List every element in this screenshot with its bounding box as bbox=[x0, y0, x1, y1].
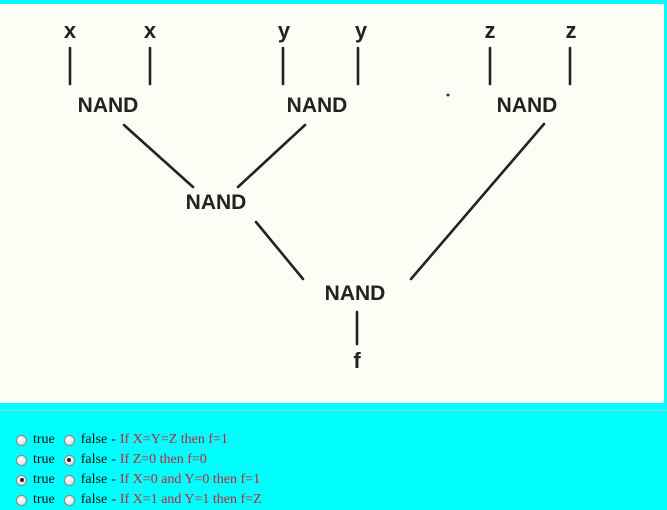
wire-yy-to-mid bbox=[236, 123, 307, 189]
radio-q1-true-label: true bbox=[33, 432, 55, 447]
nand-circuit-diagram: x x y y z z NAND NAND NAND NAND bbox=[0, 4, 664, 403]
wire-mid-to-final bbox=[254, 220, 305, 281]
question-statement-3: If X=0 and Y=0 then f=1 bbox=[119, 472, 261, 487]
scan-speck bbox=[446, 93, 450, 97]
separator-dash: - bbox=[111, 452, 116, 467]
radio-q3-true[interactable] bbox=[16, 474, 27, 486]
question-statement-1: If X=Y=Z then f=1 bbox=[119, 432, 228, 447]
radio-q4-false[interactable] bbox=[63, 494, 75, 506]
question-row-4: true false - If X=1 and Y=1 then f=Z bbox=[16, 490, 262, 510]
question-row-2: true false - If Z=0 then f=0 bbox=[16, 450, 262, 470]
radio-q2-true-label: true bbox=[33, 452, 55, 467]
wire-zz-to-final bbox=[409, 122, 546, 281]
question-statement-2: If Z=0 then f=0 bbox=[119, 452, 207, 467]
radio-q1-false-label: false bbox=[80, 432, 108, 447]
radio-q1-false[interactable] bbox=[63, 434, 75, 446]
section-divider bbox=[0, 410, 667, 411]
input-label-y1: y bbox=[278, 18, 291, 43]
radio-q4-true-label: true bbox=[33, 492, 55, 507]
radio-q4-false-label: false bbox=[80, 492, 108, 507]
separator-dash: - bbox=[111, 472, 116, 487]
radio-q2-false-label: false bbox=[80, 452, 108, 467]
nand-gate-final-label: NAND bbox=[325, 282, 386, 305]
radio-q2-false[interactable] bbox=[63, 454, 75, 466]
separator-dash: - bbox=[111, 432, 116, 447]
input-label-z2: z bbox=[566, 18, 577, 43]
question-row-1: true false - If X=Y=Z then f=1 bbox=[16, 430, 262, 450]
radio-q3-false[interactable] bbox=[63, 474, 75, 486]
radio-q3-false-label: false bbox=[80, 472, 108, 487]
input-label-y2: y bbox=[355, 18, 368, 43]
separator-dash: - bbox=[111, 492, 116, 507]
question-statement-4: If X=1 and Y=1 then f=Z bbox=[119, 492, 262, 507]
radio-q2-true[interactable] bbox=[16, 454, 27, 466]
radio-q4-true[interactable] bbox=[16, 494, 27, 506]
nand-gate-zz-label: NAND bbox=[497, 94, 558, 117]
radio-q1-true[interactable] bbox=[16, 434, 27, 446]
input-label-x2: x bbox=[144, 18, 157, 43]
wire-xx-to-mid bbox=[122, 123, 195, 189]
output-label-f: f bbox=[353, 348, 361, 373]
nand-gate-yy-label: NAND bbox=[287, 94, 348, 117]
nand-gate-xx-label: NAND bbox=[78, 94, 139, 117]
nand-gate-mid-label: NAND bbox=[186, 191, 247, 214]
question-row-3: true false - If X=0 and Y=0 then f=1 bbox=[16, 470, 262, 490]
true-false-question-list: true false - If X=Y=Z then f=1 true fals… bbox=[16, 430, 262, 510]
input-label-z1: z bbox=[485, 18, 496, 43]
circuit-svg: x x y y z z NAND NAND NAND NAND bbox=[64, 18, 577, 373]
input-label-x1: x bbox=[64, 18, 77, 43]
radio-q3-true-label: true bbox=[33, 472, 55, 487]
